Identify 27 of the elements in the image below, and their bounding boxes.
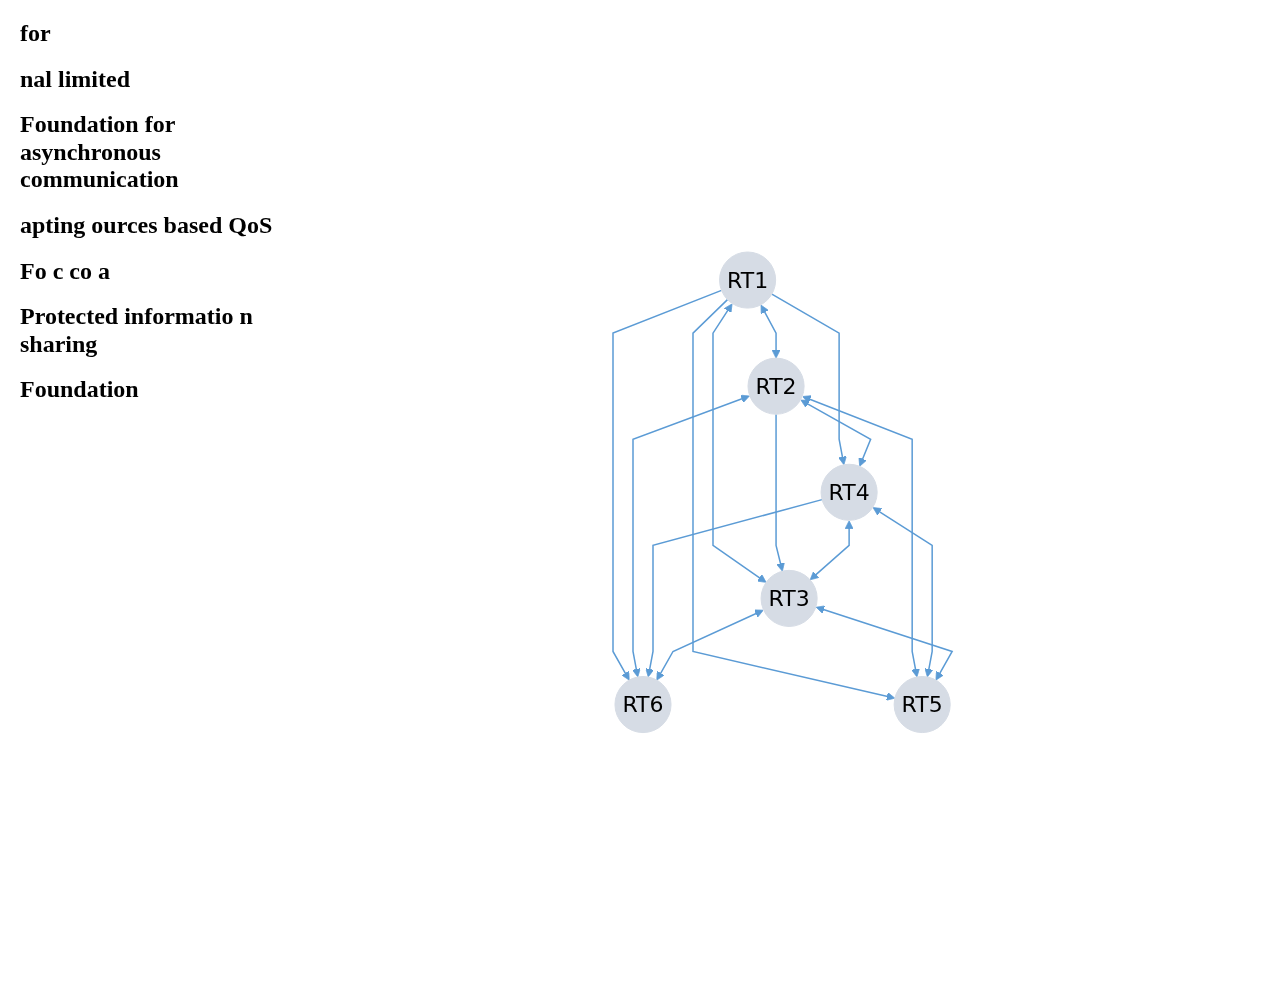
arrow: [631, 394, 750, 678]
node-circle: RT2: [747, 357, 805, 415]
arrow: [771, 293, 847, 466]
arrow: [612, 289, 723, 681]
node-circle: RT5: [893, 676, 951, 734]
note-text: Protected informatio n sharing: [20, 303, 254, 359]
arrow: [760, 304, 781, 359]
node-circle: RT4: [820, 463, 878, 522]
arrow: [872, 507, 934, 678]
note-text: apting ources based QoS: [20, 211, 274, 240]
note-text: Foundation for asynchronous communication: [20, 111, 180, 194]
arrow: [809, 520, 854, 581]
arrow: [712, 303, 767, 583]
note-text: Foundation: [20, 376, 140, 404]
node-circle: RT1: [718, 251, 777, 309]
arrow: [645, 499, 823, 678]
arrow: [692, 299, 896, 701]
arrow: [775, 413, 785, 572]
arrow: [656, 609, 764, 681]
arrow: [802, 395, 920, 678]
node-circle: RT3: [760, 570, 818, 628]
note-text: nal limited: [20, 65, 131, 94]
node-circle: RT6: [614, 676, 672, 734]
note-text: Fo c co a: [20, 257, 111, 286]
arrow: [815, 605, 954, 681]
arrow: [800, 399, 872, 467]
note-text: for: [20, 20, 52, 48]
